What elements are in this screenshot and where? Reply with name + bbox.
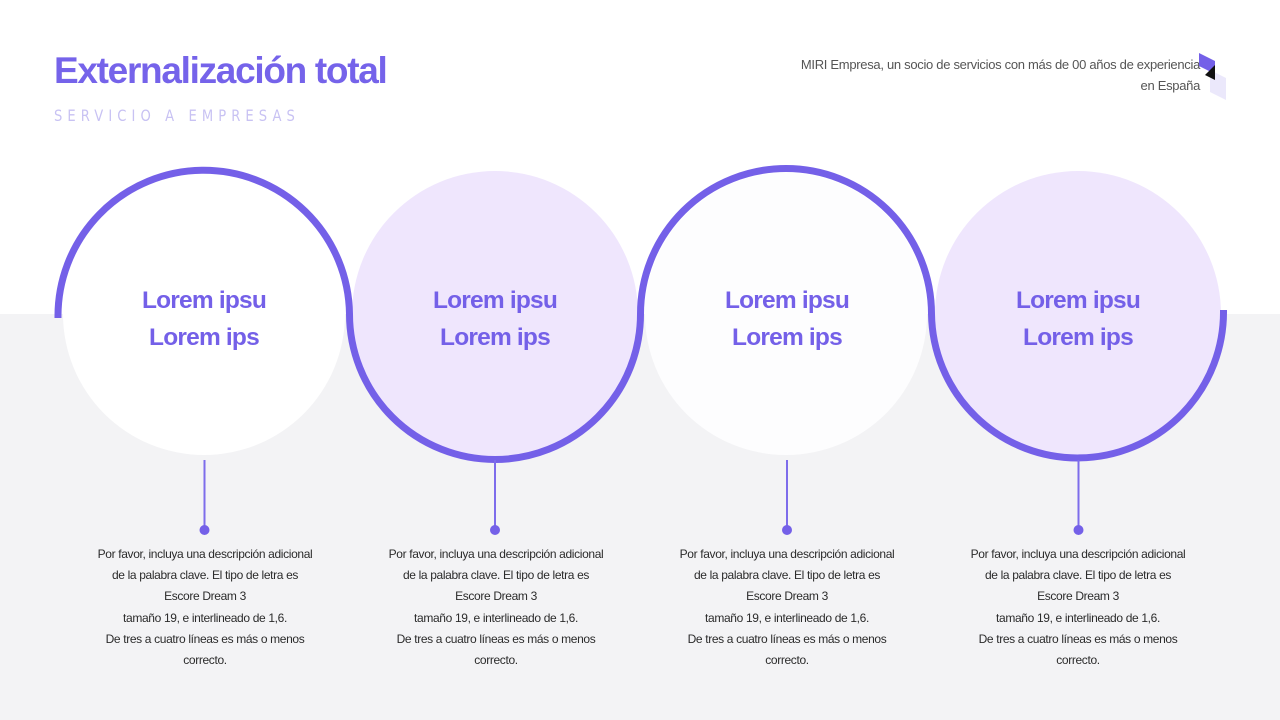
- cube-logo-icon: [1199, 53, 1226, 100]
- step-2-circle: [352, 171, 638, 457]
- step-3-dot: [782, 525, 792, 535]
- step-2-title: Lorem ipsu Lorem ips: [432, 287, 558, 351]
- tagline-line-1: MIRI Empresa, un socio de servicios con …: [800, 57, 1200, 72]
- step-3-circle: [645, 173, 927, 455]
- step-1-circle: [63, 173, 345, 455]
- wave-connector-arc: [54, 165, 1228, 463]
- step-4-circle: [935, 171, 1221, 457]
- tagline-line-2: en España: [1140, 78, 1201, 93]
- company-tagline: MIRI Empresa, un socio de servicios con …: [740, 54, 1200, 96]
- step-4-description: Por favor, incluya una descripción adici…: [970, 547, 1186, 668]
- page-title: Externalización total: [54, 50, 388, 91]
- step-1-dot: [199, 525, 210, 535]
- step-4-dot: [1073, 525, 1084, 535]
- step-1-description: Por favor, incluya una descripción adici…: [97, 547, 313, 668]
- step-2-description: Por favor, incluya una descripción adici…: [388, 547, 604, 668]
- step-3-description: Por favor, incluya una descripción adici…: [679, 547, 895, 668]
- step-4-title: Lorem ipsu Lorem ips: [1015, 287, 1141, 351]
- step-1-title: Lorem ipsu Lorem ips: [141, 287, 267, 351]
- step-2-dot: [490, 525, 500, 535]
- step-3-title: Lorem ipsu Lorem ips: [724, 287, 850, 351]
- page-subtitle: SERVICIO A EMPRESAS: [54, 106, 300, 125]
